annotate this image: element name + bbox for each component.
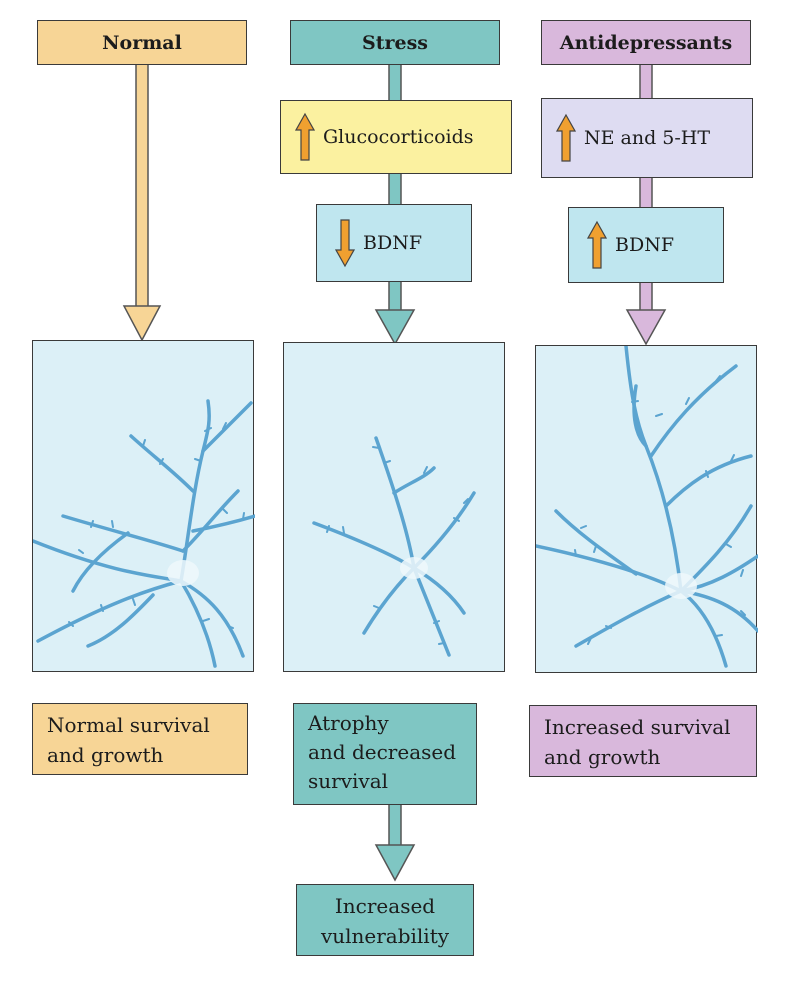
stress-outcome-box: Atrophy and decreased survival — [293, 703, 477, 805]
ne-5ht-box: NE and 5-HT — [541, 98, 753, 178]
up-arrow-icon — [587, 220, 607, 269]
antidepressant-bdnf-box: BDNF — [568, 207, 724, 283]
normal-header: Normal — [37, 20, 247, 65]
arrow-stress-outcome-to-final — [374, 802, 416, 882]
increased-vulnerability-box: Increased vulnerability — [296, 884, 474, 956]
glucocorticoids-box: Glucocorticoids — [280, 100, 512, 174]
antidepressant-outcome-box: Increased survival and growth — [529, 705, 757, 777]
up-arrow-icon — [295, 112, 315, 161]
neuron-illustration — [31, 399, 257, 668]
stress-neuron-panel — [283, 342, 505, 672]
stress-header: Stress — [290, 20, 500, 65]
stress-bdnf-box: BDNF — [316, 204, 472, 282]
antidepressants-header: Antidepressants — [541, 20, 751, 65]
down-arrow-icon — [335, 219, 355, 268]
neuron-illustration — [312, 436, 476, 657]
arrow-normal-to-panel — [122, 59, 162, 342]
antidepressant-neuron-panel — [534, 344, 760, 673]
normal-neuron-panel — [31, 340, 257, 672]
neuron-illustration — [534, 344, 760, 668]
normal-outcome-box: Normal survival and growth — [32, 703, 248, 775]
up-arrow-icon — [556, 113, 576, 162]
